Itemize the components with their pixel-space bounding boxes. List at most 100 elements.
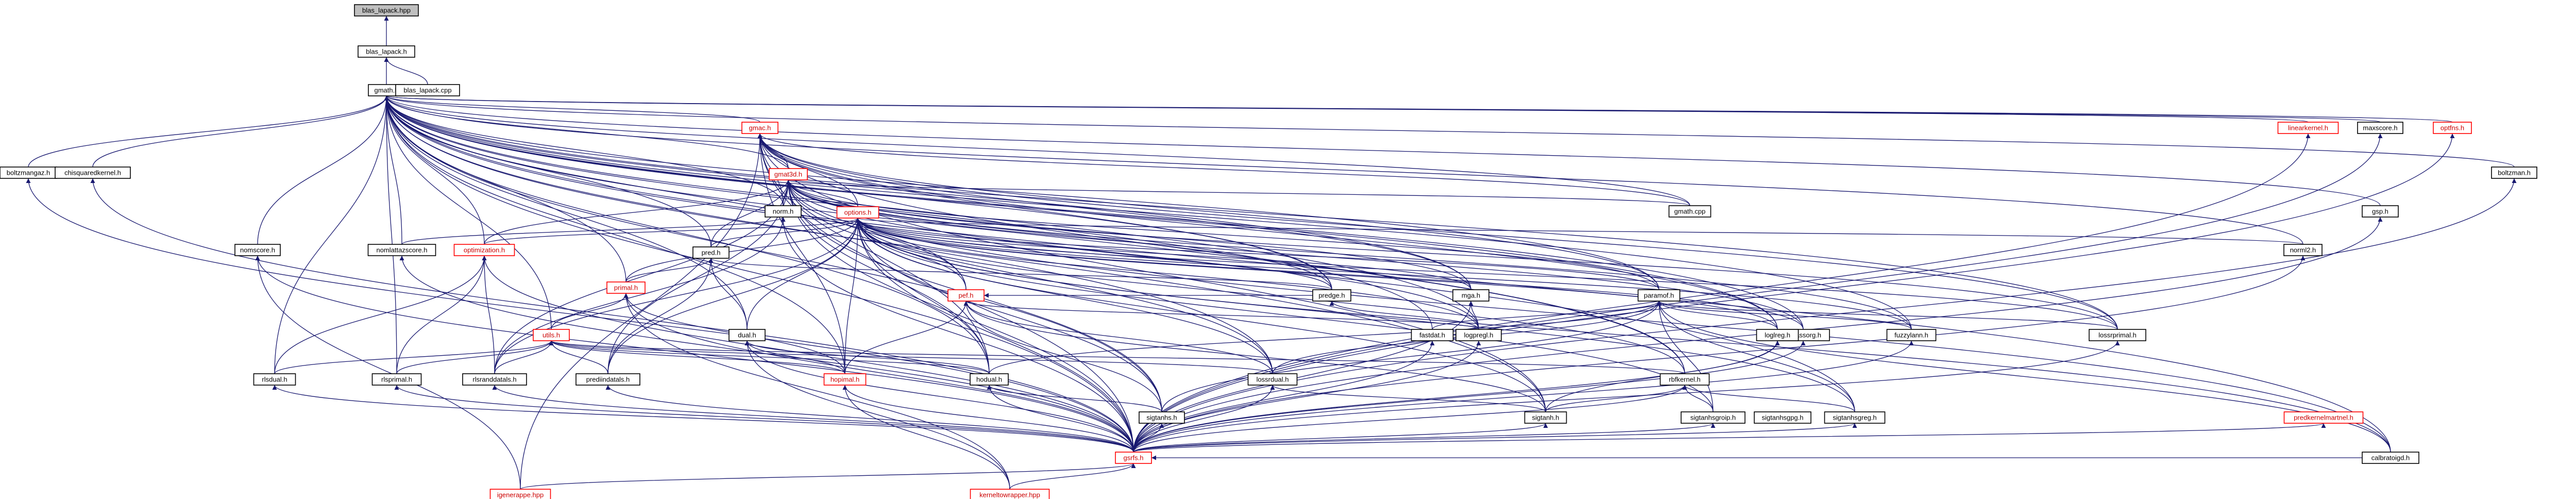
graph-node-prediindatals-h[interactable]: prediindatals.h	[575, 373, 640, 386]
graph-node-mga-h[interactable]: mga.h	[1452, 289, 1489, 302]
graph-node-norml2-h[interactable]: norml2.h	[2283, 244, 2323, 256]
dependency-edge	[855, 218, 1471, 290]
dependency-edge	[1133, 178, 2517, 453]
graph-node-primal-h[interactable]: primal.h	[606, 281, 646, 294]
graph-node-rbfkernel-h[interactable]: rbfkernel.h	[1659, 373, 1710, 386]
graph-node-norm-h[interactable]: norm.h	[765, 205, 802, 218]
graph-node-rlsdual-h[interactable]: rlsdual.h	[253, 373, 296, 386]
graph-node-sigtanh-h[interactable]: sigtanh.h	[1524, 411, 1567, 424]
node-box	[692, 246, 730, 259]
graph-node-optimization-h[interactable]: optimization.h	[453, 244, 515, 256]
graph-node-pef-h[interactable]: pef.h	[947, 289, 985, 302]
node-box	[2089, 329, 2146, 341]
dependency-edge	[757, 133, 1659, 290]
node-label: blas_lapack.cpp	[403, 87, 451, 94]
graph-node-rlsranddatals-h[interactable]: rlsranddatals.h	[462, 373, 527, 386]
node-label: logpregl.h	[1464, 331, 1493, 339]
dependency-edge	[710, 218, 860, 247]
graph-node-linearkernel-h[interactable]: linearkernel.h	[2277, 122, 2339, 134]
node-box	[1754, 411, 1811, 424]
node-box	[1115, 452, 1152, 464]
node-box	[606, 281, 646, 294]
node-box	[395, 84, 460, 96]
dependency-edge	[1133, 423, 2326, 453]
graph-node-fuzzylann-h[interactable]: fuzzylann.h	[1886, 329, 1937, 341]
node-box	[1659, 373, 1710, 386]
graph-node-sigtanhsgroip-h[interactable]: sigtanhsgroip.h	[1681, 411, 1745, 424]
graph-node-nomscore-h[interactable]: nomscore.h	[234, 244, 281, 256]
node-box	[533, 329, 570, 341]
dependency-edge	[842, 385, 1134, 453]
graph-node-logpregl-h[interactable]: logpregl.h	[1455, 329, 1502, 341]
dependency-edge	[757, 133, 858, 207]
graph-node-kerneltowrapper-hpp[interactable]: kerneltowrapper.hpp	[970, 489, 1050, 499]
graph-node-rlsprimal-h[interactable]: rlsprimal.h	[371, 373, 422, 386]
graph-node-hopimal-h[interactable]: hopimal.h	[823, 373, 867, 386]
graph-node-options-h[interactable]: options.h	[836, 206, 879, 219]
node-box	[1247, 373, 1298, 386]
graph-node-sigtanhsgreg-h[interactable]: sigtanhsgreg.h	[1824, 411, 1886, 424]
node-label: utils.h	[543, 331, 560, 339]
node-box	[2433, 122, 2472, 134]
dependency-edge	[963, 301, 1273, 374]
dependency-edge	[747, 218, 860, 330]
graph-node-optfns-h[interactable]: optfns.h	[2433, 122, 2472, 134]
dependency-edge	[757, 133, 1471, 290]
graph-node-gsrfs-h[interactable]: gsrfs.h	[1115, 452, 1152, 464]
graph-node-blas-lapack-h[interactable]: blas_lapack.h	[358, 45, 415, 58]
graph-node-gsp-h[interactable]: gsp.h	[2362, 205, 2399, 218]
dependency-edge	[855, 218, 1659, 290]
dependency-edge	[549, 340, 1273, 374]
graph-node-igenerappe-hpp[interactable]: igenerappe.hpp	[489, 489, 551, 499]
dependency-edge	[1133, 340, 1435, 453]
dependency-edge	[482, 255, 495, 374]
dependency-edge	[494, 340, 554, 374]
graph-node-blas-lapack-hpp[interactable]: blas_lapack.hpp	[354, 4, 419, 16]
dependency-edge	[1133, 133, 2383, 453]
graph-node-loglreg-h[interactable]: loglreg.h	[1756, 329, 1799, 341]
graph-node-blas-lapack-cpp[interactable]: blas_lapack.cpp	[395, 84, 460, 96]
node-box	[234, 244, 281, 256]
graph-node-pred-h[interactable]: pred.h	[692, 246, 730, 259]
graph-node-gmath-cpp[interactable]: gmath.cpp	[1668, 205, 1711, 218]
dependency-edge	[494, 218, 860, 374]
dependency-edge	[855, 218, 1778, 330]
node-label: gmath.cpp	[1674, 208, 1706, 215]
graph-node-utils-h[interactable]: utils.h	[533, 329, 570, 341]
graph-node-boltzmangaz-h[interactable]: boltzmangaz.h	[0, 167, 57, 179]
graph-node-hodual-h[interactable]: hodual.h	[970, 373, 1009, 386]
graph-node-dual-h[interactable]: dual.h	[728, 329, 766, 341]
dependency-edge	[549, 340, 990, 374]
graph-node-sigtanhsgpg-h[interactable]: sigtanhsgpg.h	[1754, 411, 1811, 424]
dependency-edge	[855, 218, 2391, 453]
graph-node-paramof-h[interactable]: paramof.h	[1637, 289, 1681, 302]
graph-node-chisquaredkernel-h[interactable]: chisquaredkernel.h	[55, 167, 131, 179]
graph-node-gmat3d-h[interactable]: gmat3d.h	[769, 168, 808, 180]
dependency-edge	[786, 179, 1659, 290]
graph-node-lossrdual-h[interactable]: lossrdual.h	[1247, 373, 1298, 386]
dependency-edge	[1133, 385, 1275, 453]
graph-node-sigtanhs-h[interactable]: sigtanhs.h	[1139, 411, 1185, 424]
dependency-edge	[1133, 133, 2455, 453]
graph-node-maxscore-h[interactable]: maxscore.h	[2357, 122, 2403, 134]
dependency-edge	[757, 133, 1690, 206]
dependency-edge	[963, 301, 1479, 330]
node-box	[1411, 329, 1454, 341]
dependency-edge	[855, 218, 1714, 412]
graph-node-boltzman-h[interactable]: boltzman.h	[2491, 167, 2537, 179]
node-label: gmat3d.h	[774, 171, 802, 178]
dependency-edge	[384, 95, 1804, 330]
node-label: gmac.h	[749, 124, 771, 132]
graph-node-gmac-h[interactable]: gmac.h	[741, 122, 778, 134]
graph-node-predkernelmartnel-h[interactable]: predkernelmartnel.h	[2283, 411, 2364, 424]
graph-node-lossrprimal-h[interactable]: lossrprimal.h	[2089, 329, 2146, 341]
graph-node-calbratoigd-h[interactable]: calbratoigd.h	[2362, 452, 2419, 464]
graph-node-predge-h[interactable]: predge.h	[1312, 289, 1351, 302]
node-box	[1886, 329, 1937, 341]
dependency-edge	[744, 340, 845, 374]
node-box	[2362, 452, 2419, 464]
graph-node-nomlattazscore-h[interactable]: nomlattazscore.h	[367, 244, 436, 256]
dependency-edge	[757, 133, 845, 374]
node-label: optfns.h	[2441, 124, 2464, 132]
graph-node-fastdat-h[interactable]: fastdat.h	[1411, 329, 1454, 341]
